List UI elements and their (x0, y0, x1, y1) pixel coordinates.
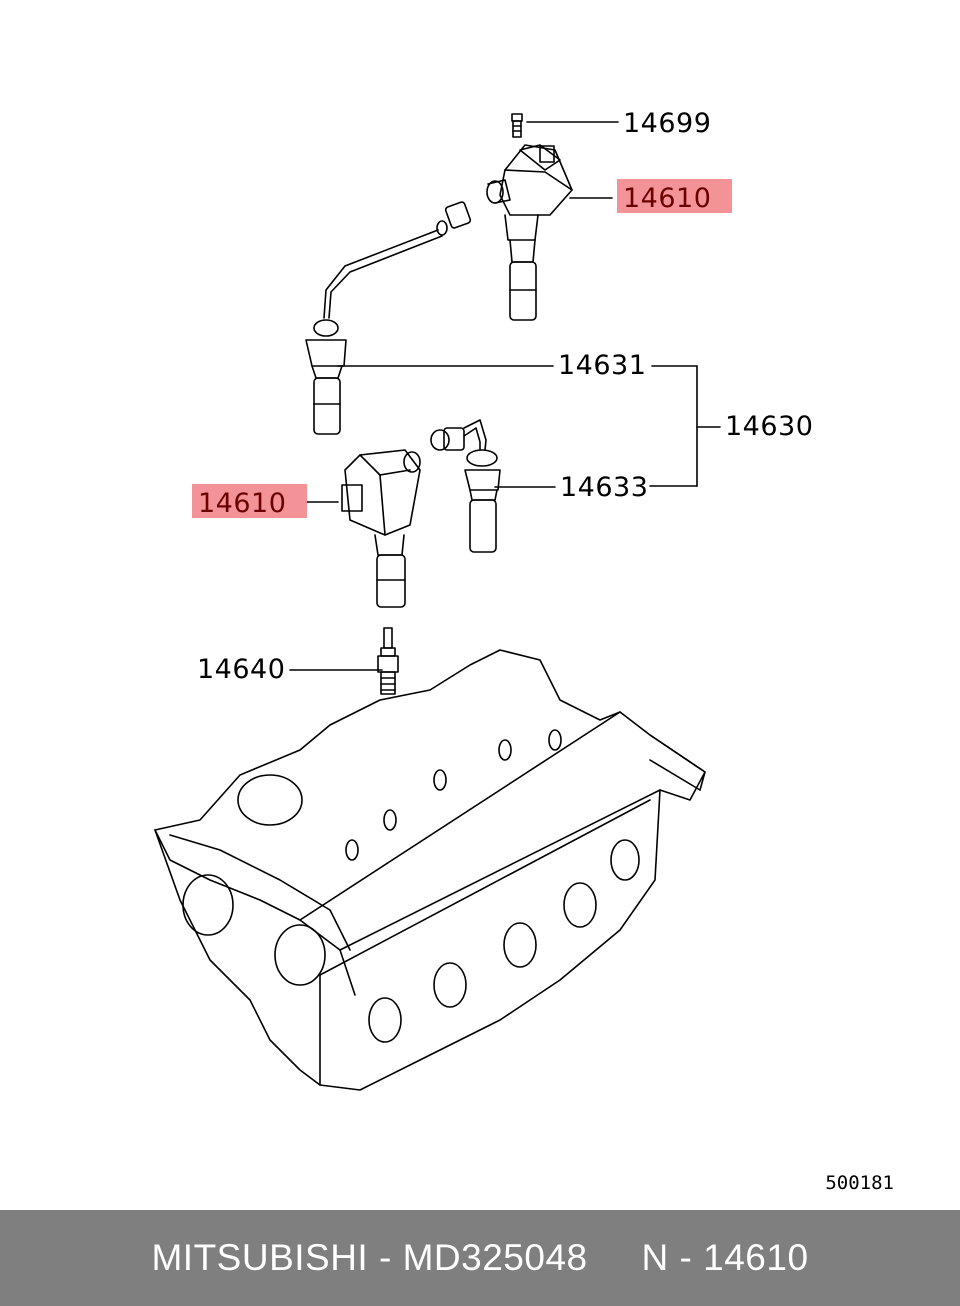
ignition-cable-short-part (430, 419, 501, 553)
label-cable-long[interactable]: 14631 (558, 350, 647, 381)
label-bolt[interactable]: 14699 (623, 108, 712, 139)
label-spark-plug[interactable]: 14640 (197, 654, 286, 685)
label-cable-set[interactable]: 14630 (725, 411, 814, 442)
highlight-coil-left (192, 484, 307, 518)
footer-separator: - (368, 1237, 403, 1278)
footer-part-number: MD325048 (402, 1237, 588, 1278)
ignition-cable-long-part (305, 201, 472, 435)
highlight-coil-top (617, 179, 732, 213)
footer-bar: MITSUBISHI - MD325048 N - 14610 (0, 1210, 960, 1306)
footer-brand: MITSUBISHI (151, 1237, 369, 1278)
footer-text: MITSUBISHI - MD325048 N - 14610 (151, 1237, 808, 1279)
label-coil-left[interactable]: 14610 (198, 488, 287, 519)
ignition-coil-top-part (486, 144, 573, 321)
bolt-part (511, 113, 523, 138)
footer-ref: N - 14610 (641, 1237, 809, 1278)
diagram-code: 500181 (825, 1172, 894, 1194)
label-cable-short[interactable]: 14633 (560, 472, 649, 503)
cylinder-head-part (154, 649, 706, 1091)
ignition-coil-left-part (341, 449, 421, 608)
parts-diagram (154, 113, 721, 1091)
label-coil-top[interactable]: 14610 (623, 183, 712, 214)
leader-lines (289, 121, 721, 671)
spark-plug-part (377, 627, 399, 695)
footer-gap (588, 1237, 642, 1278)
